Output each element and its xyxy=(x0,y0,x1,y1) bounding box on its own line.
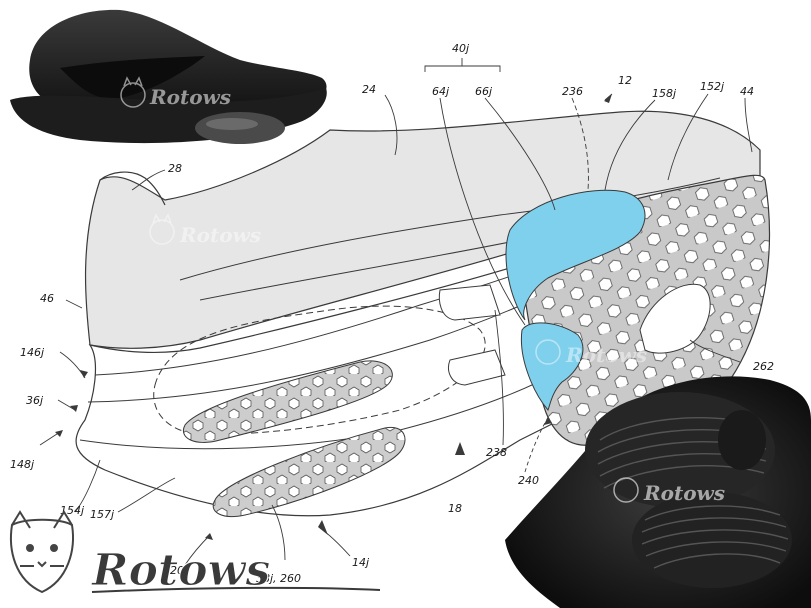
cat-ears-icon xyxy=(123,76,143,87)
watermark-text-center: Rotows xyxy=(565,343,647,367)
reference-labels: 40j 64j 66j 236 12 158j 152j 44 24 28 46… xyxy=(10,42,804,585)
label-36j: 36j xyxy=(26,394,44,407)
outsole-photo-bottom-right: Rotows xyxy=(505,376,811,608)
slot-lower xyxy=(448,349,506,386)
photo-outsole-pod-bottom xyxy=(632,492,792,588)
logo-bottom-left: Rotows xyxy=(9,510,381,597)
label-66j: 66j xyxy=(475,85,493,98)
watermark-text-mid: Rotows xyxy=(179,223,261,247)
photo-outsole-hub xyxy=(718,410,766,470)
label-18: 18 xyxy=(448,502,462,515)
arrow-146j xyxy=(80,370,88,378)
label-262: 262 xyxy=(753,360,774,373)
label-40j: 40j xyxy=(452,42,470,55)
photo-shoe-swoosh xyxy=(60,56,205,99)
cat-logo-icon xyxy=(9,510,74,594)
label-38j: 38j, 260 xyxy=(256,572,301,585)
watermark-outsole: Rotows xyxy=(613,477,725,505)
leader-lines xyxy=(39,58,753,566)
airbag-lower xyxy=(520,322,584,411)
sole-line-5 xyxy=(199,239,521,301)
dashed-chamber-outline xyxy=(153,305,486,435)
label-148j: 148j xyxy=(10,458,35,471)
heel-tab xyxy=(99,171,166,206)
pod-upper xyxy=(182,360,393,443)
pod-lower xyxy=(212,426,406,517)
label-236: 236 xyxy=(562,85,583,98)
photo-shoe-airpod-highlight xyxy=(206,118,258,130)
cat-logo-icon xyxy=(149,219,175,245)
label-146j: 146j xyxy=(20,346,45,359)
label-152j: 152j xyxy=(700,80,725,93)
label-240: 240 xyxy=(518,474,539,487)
label-28: 28 xyxy=(168,162,182,175)
watermark-text-photo: Rotows xyxy=(149,85,231,109)
label-238: 238 xyxy=(486,446,507,459)
arrow-36j xyxy=(70,405,78,412)
arrow-20 xyxy=(205,533,213,540)
label-44: 44 xyxy=(740,85,754,98)
cat-logo-icon xyxy=(535,339,561,365)
label-20: 20 xyxy=(170,564,184,577)
watermark-photo: Rotows xyxy=(120,76,231,109)
arrow-148j xyxy=(55,430,63,437)
cat-ears-icon xyxy=(152,213,172,224)
cat-logo-icon xyxy=(120,82,146,108)
label-24: 24 xyxy=(362,83,376,96)
photo-outsole-ribs-bottom xyxy=(641,505,789,569)
slot-upper xyxy=(438,284,501,321)
arrow-18 xyxy=(455,442,465,455)
label-14j: 14j xyxy=(352,556,370,569)
label-46: 46 xyxy=(40,292,54,305)
label-12: 12 xyxy=(618,74,632,87)
watermark-center: Rotows xyxy=(535,339,647,367)
watermark-mid-left: Rotows xyxy=(149,213,261,247)
arrow-240 xyxy=(544,416,552,425)
plate-cutout xyxy=(639,283,711,354)
shoe-photo-top-left: Rotows xyxy=(10,9,327,144)
cat-logo-icon xyxy=(613,477,639,503)
label-154j: 154j xyxy=(60,504,85,517)
sole-line-4 xyxy=(179,177,721,281)
arrow-12 xyxy=(604,94,612,103)
label-64j: 64j xyxy=(432,85,450,98)
airbag-upper xyxy=(505,189,646,321)
logo-underline xyxy=(91,586,381,593)
label-158j: 158j xyxy=(652,87,677,100)
label-157j: 157j xyxy=(90,508,115,521)
arrow-14j xyxy=(318,520,328,535)
watermark-text-outsole: Rotows xyxy=(643,481,725,505)
shoe-drawing xyxy=(39,58,771,566)
